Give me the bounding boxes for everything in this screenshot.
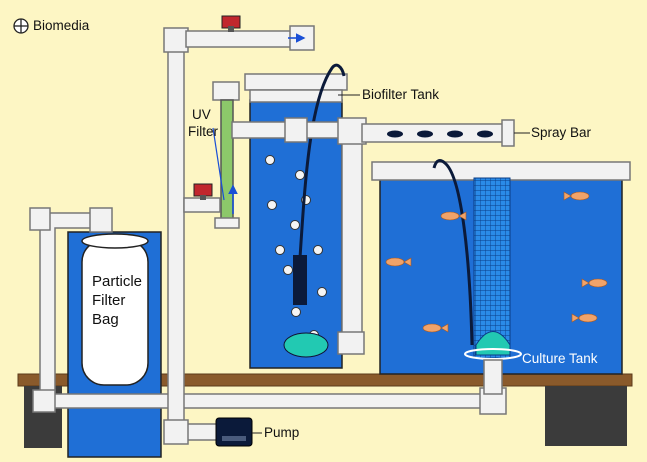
pipe-fitting	[337, 331, 365, 355]
biomedia-beads	[265, 155, 327, 340]
uv-valve-stem	[200, 195, 206, 200]
culture-air-hose	[432, 159, 474, 346]
biomedia-icon	[13, 18, 29, 34]
biofilter-overflow-pipe	[341, 139, 363, 351]
fish	[571, 313, 598, 323]
spray-holes	[387, 130, 493, 138]
fish	[385, 257, 412, 267]
main-riser-pipe	[167, 39, 185, 441]
bag-rim	[81, 233, 149, 249]
uv-valve[interactable]	[193, 183, 213, 197]
top-cross-pipe	[185, 30, 302, 48]
bag-label-line2: Filter	[92, 291, 126, 309]
uv-filter-tube	[220, 99, 234, 223]
bypass-pipe	[183, 197, 221, 213]
uv-filter-label-line2: Filter	[188, 124, 218, 139]
pipe-fitting	[89, 207, 113, 233]
uv-leader-line	[212, 127, 225, 201]
fish	[440, 211, 467, 221]
pump-body[interactable]	[215, 417, 253, 447]
bottom-drain-pipe	[39, 393, 496, 409]
spray-bar-cap	[501, 119, 515, 147]
uv-filter-cap	[212, 81, 240, 101]
pipe-fitting	[163, 419, 189, 445]
pipe-fitting	[163, 27, 189, 53]
standpipe-outlet	[483, 359, 503, 395]
uv-filter-base	[214, 217, 240, 229]
particle-filter-bag-label: Particle Filter Bag	[92, 273, 142, 329]
mesh-standpipe	[473, 177, 511, 359]
pipe-fitting	[284, 117, 308, 143]
pump-label: Pump	[264, 425, 300, 440]
biofilter-bubble	[283, 332, 329, 358]
standpipe-ring	[464, 348, 522, 360]
fish	[563, 191, 590, 201]
culture-tank-rim	[371, 161, 631, 181]
right-support-block	[545, 386, 627, 446]
biofilter-tank-label: Biofilter Tank	[362, 87, 440, 102]
biofilter-air-stone	[293, 255, 307, 305]
pump-vent	[222, 436, 246, 441]
uv-filter-label-line1: UV	[192, 107, 211, 122]
biomedia-legend-label: Biomedia	[33, 18, 90, 33]
fish-group	[385, 191, 608, 333]
culture-tank-label: Culture Tank	[522, 351, 598, 366]
biofilter-rim	[249, 89, 343, 103]
pipe-fitting	[29, 207, 51, 231]
bag-label-line3: Bag	[92, 310, 119, 328]
spray-bar-label: Spray Bar	[531, 125, 592, 140]
top-valve-stem	[228, 26, 234, 32]
fish	[581, 278, 608, 288]
biofilter-air-hose	[298, 63, 346, 259]
biofilter-lid	[244, 73, 348, 91]
fish	[422, 323, 449, 333]
pipe-fitting	[32, 389, 56, 413]
bag-label-line1: Particle	[92, 273, 143, 290]
